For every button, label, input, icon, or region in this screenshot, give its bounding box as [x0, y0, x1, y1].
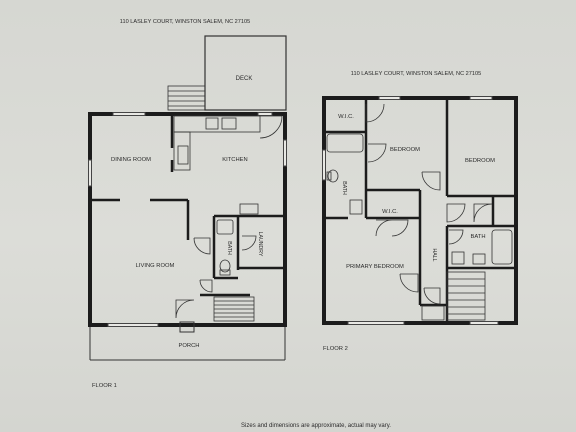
room-label-bedroom-left: BEDROOM — [390, 147, 420, 153]
room-label-bath-floor-1: BATH — [226, 241, 232, 255]
room-label-wic-mid: W.I.C. — [382, 209, 398, 215]
room-label-bath-right: BATH — [470, 234, 485, 240]
room-label-porch: PORCH — [179, 343, 200, 349]
floor-1-plan: 110 LASLEY COURT, WINSTON SALEM, NC 2710… — [88, 19, 287, 389]
kitchen-counters — [173, 115, 261, 215]
room-label-hall: HALL — [431, 249, 437, 262]
floor-2-address: 110 LASLEY COURT, WINSTON SALEM, NC 2710… — [351, 71, 481, 77]
floor-2-label: FLOOR 2 — [323, 346, 348, 352]
room-label-primary-bedroom: PRIMARY BEDROOM — [346, 264, 404, 270]
floor-1-exterior-walls — [88, 112, 287, 327]
porch-outline — [89, 321, 286, 361]
room-label-kitchen: KITCHEN — [222, 157, 247, 163]
floor-2-stairs — [421, 271, 486, 321]
floor-2-doors — [365, 103, 493, 305]
floor-1-bath-fixtures — [216, 219, 234, 276]
room-label-deck: DECK — [236, 76, 253, 82]
room-label-wic-top: W.I.C. — [338, 114, 354, 120]
room-label-living-room: LIVING ROOM — [136, 263, 175, 269]
floor-1-address: 110 LASLEY COURT, WINSTON SALEM, NC 2710… — [120, 19, 250, 25]
room-label-bedroom-right: BEDROOM — [465, 158, 495, 164]
floor-2-interior-walls — [324, 98, 516, 323]
disclaimer-text: Sizes and dimensions are approximate, ac… — [241, 423, 391, 429]
room-label-laundry: LAUNDRY — [257, 232, 263, 257]
floor-1-interior-walls — [90, 114, 285, 297]
floor-1-stairs — [213, 296, 255, 322]
floor-1-label: FLOOR 1 — [92, 383, 117, 389]
room-label-dining-room: DINING ROOM — [111, 157, 151, 163]
floor-1-doors — [175, 115, 283, 319]
floor-2-windows — [322, 96, 499, 325]
deck-stairs — [167, 85, 206, 111]
floor-2-bath-fixtures — [326, 133, 513, 265]
floor-2-plan: 110 LASLEY COURT, WINSTON SALEM, NC 2710… — [322, 71, 518, 352]
floor-1-windows — [88, 112, 287, 327]
floor-2-exterior-walls — [322, 96, 518, 325]
deck-outline — [204, 35, 287, 111]
room-label-bath-left: BATH — [341, 181, 347, 195]
